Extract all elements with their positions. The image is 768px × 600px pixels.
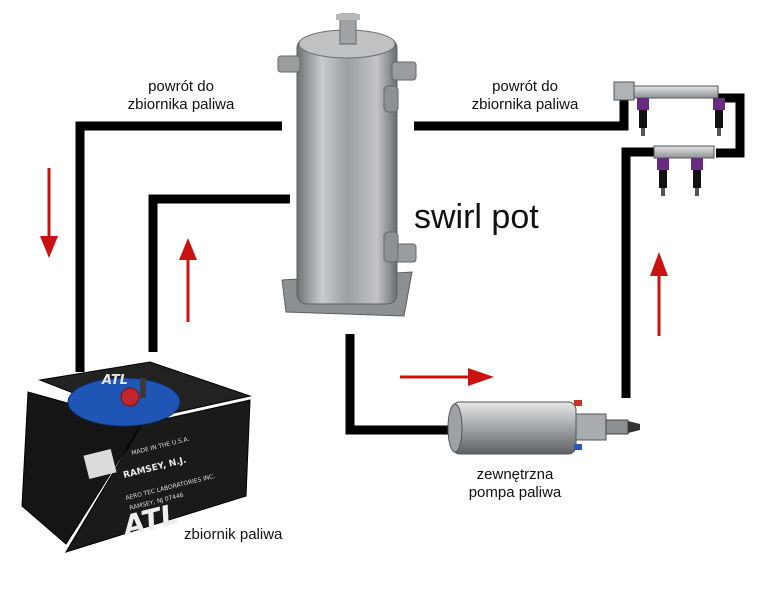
line-pump-to-rail <box>621 147 655 398</box>
return-label-left-line1: powrót do <box>148 78 214 95</box>
line-tank-return-left <box>75 121 282 372</box>
return-label-right-line1: powrót do <box>492 78 558 95</box>
return-label-left-line2: zbiornika paliwa <box>127 96 235 113</box>
return-label-right: powrót do zbiornika paliwa <box>450 78 600 114</box>
line-tank-to-swirl <box>148 194 290 352</box>
tank-label: zbiornik paliwa <box>184 526 283 543</box>
tank-top-logo: ATL <box>101 373 128 388</box>
injector <box>637 98 649 136</box>
pump-label: zewnętrzna pompa paliwa <box>450 466 580 502</box>
fuel-lines <box>75 93 745 435</box>
fuel-tank-image: ATL MADE IN THE U.S.A. RAMSEY, N.J. AERO… <box>21 361 252 553</box>
tank-sticker <box>83 448 117 480</box>
arrow-up-left <box>179 238 197 322</box>
fuel-rails-image <box>613 81 725 196</box>
injector <box>691 158 703 196</box>
swirl-pot-label: swirl pot <box>414 198 539 236</box>
pump-label-line2: pompa paliwa <box>468 484 562 501</box>
fuel-pump-image <box>447 400 640 455</box>
return-label-right-line2: zbiornika paliwa <box>471 96 579 113</box>
line-swirl-to-pump <box>345 334 448 435</box>
pump-label-line1: zewnętrzna <box>476 466 554 483</box>
flow-arrows <box>40 168 668 386</box>
arrow-up-right <box>650 252 668 336</box>
svg-text:ATL: ATL <box>101 373 128 388</box>
arrow-down-left <box>40 168 58 258</box>
line-rail-return-right <box>414 96 629 131</box>
injector <box>713 98 725 136</box>
swirl-pot-image <box>277 13 417 317</box>
injector <box>657 158 669 196</box>
arrow-right-pump <box>400 368 494 386</box>
return-label-left: powrót do zbiornika paliwa <box>106 78 256 114</box>
line-rail-loop <box>716 93 745 158</box>
